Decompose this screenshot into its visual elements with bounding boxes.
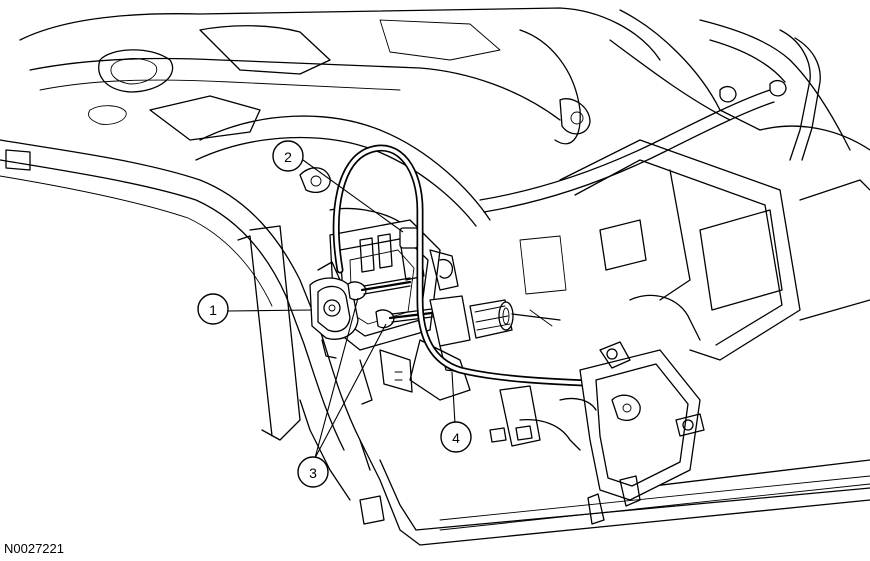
callout-leaders [227, 159, 456, 459]
callout-2: 2 [272, 140, 304, 172]
figure-id: N0027221 [4, 541, 64, 556]
body-panel-outline [0, 7, 870, 546]
callout-3-label: 3 [309, 465, 317, 481]
door-module-bracket [489, 341, 705, 525]
latch-bolts [347, 277, 442, 329]
door-latch-actuator [309, 261, 359, 359]
callout-2-label: 2 [284, 149, 292, 165]
callout-1: 1 [197, 293, 229, 325]
callout-1-label: 1 [209, 302, 217, 318]
callout-3: 3 [297, 456, 329, 488]
latch-cable [332, 144, 614, 388]
callout-4-label: 4 [452, 430, 460, 446]
callout-4: 4 [440, 421, 472, 453]
lock-cylinder [429, 295, 561, 373]
